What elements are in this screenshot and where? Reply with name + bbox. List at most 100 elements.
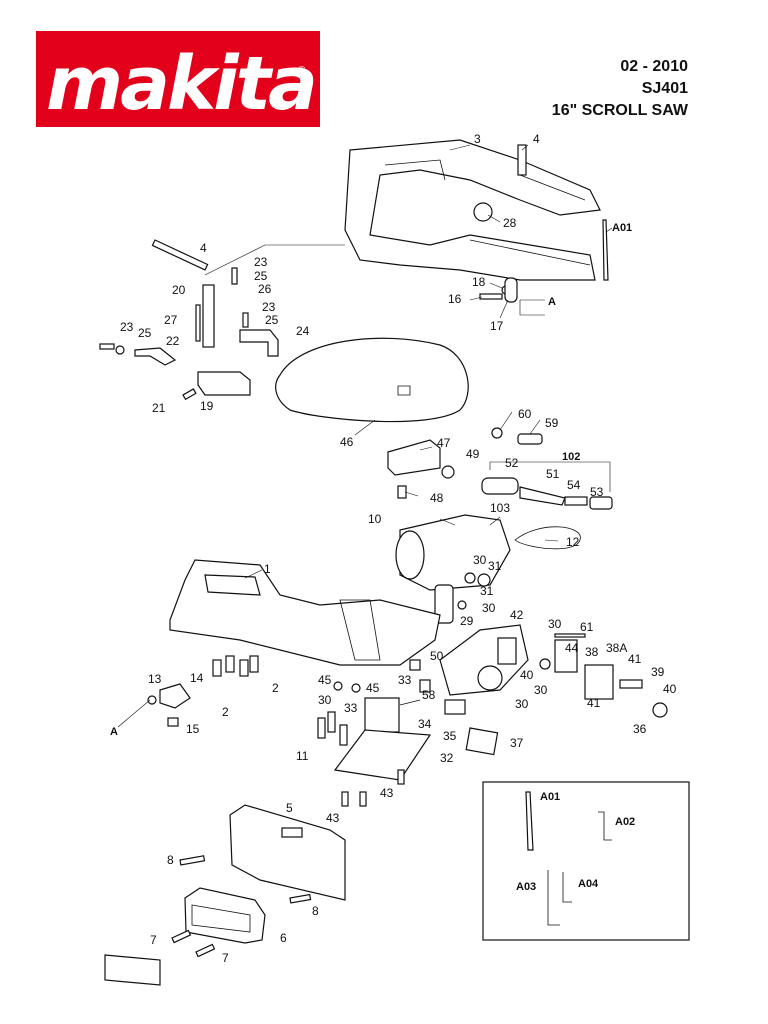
dust-tray-6 — [184, 887, 266, 944]
ref-a-top: A — [548, 296, 556, 308]
label-p27: 27 — [164, 313, 178, 327]
bolt-2d — [249, 655, 259, 673]
label-a03: A03 — [516, 881, 536, 893]
label-p29: 29 — [460, 614, 474, 628]
label-p31a: 31 — [488, 559, 502, 573]
bolt-16 — [479, 293, 503, 300]
label-p38A: 38A — [606, 641, 627, 655]
label-p17: 17 — [490, 319, 504, 333]
label-p11: 11 — [296, 749, 309, 763]
speed-knob-35 — [444, 699, 466, 715]
switch-window — [497, 637, 517, 665]
label-p34: 34 — [418, 717, 432, 731]
label-p50: 50 — [430, 649, 444, 663]
label-p36: 36 — [633, 722, 647, 736]
label-p30f: 30 — [515, 697, 529, 711]
screw-45b — [351, 683, 361, 693]
screw-43c — [359, 791, 367, 807]
label-p58: 58 — [422, 688, 436, 702]
lever-22 — [134, 347, 177, 366]
label-p6: 6 — [280, 931, 287, 945]
label-p21: 21 — [152, 401, 166, 415]
bracket-29 — [434, 584, 454, 624]
screw-48 — [397, 485, 407, 499]
label-p47: 47 — [437, 436, 451, 450]
label-p44: 44 — [565, 641, 579, 655]
label-p8a: 8 — [167, 853, 174, 867]
screw-15 — [167, 717, 179, 727]
label-p25c: 25 — [265, 313, 279, 327]
screw-30 — [457, 600, 467, 610]
guard-24 — [239, 329, 279, 357]
label-p5: 5 — [286, 801, 293, 815]
knob-36 — [652, 702, 668, 718]
accessory-box — [482, 781, 690, 941]
label-p3: 3 — [474, 132, 481, 146]
trunnion-47 — [387, 439, 441, 476]
label-p54: 54 — [567, 478, 581, 492]
washer-13 — [147, 695, 157, 705]
label-p45a: 45 — [318, 673, 332, 687]
svg-text:®: ® — [298, 65, 306, 76]
rod-61 — [554, 633, 586, 638]
pin-21 — [182, 388, 197, 401]
label-p19: 19 — [200, 399, 214, 413]
label-p8b: 8 — [312, 904, 319, 918]
cover-slot — [281, 827, 303, 838]
label-p12: 12 — [566, 535, 580, 549]
washer-60 — [491, 427, 503, 439]
label-p59: 59 — [545, 416, 559, 430]
clip-58 — [419, 679, 431, 693]
washer-25 — [115, 345, 125, 355]
label-p16: 16 — [448, 292, 462, 306]
label-p14: 14 — [190, 671, 204, 685]
wires — [399, 699, 421, 706]
label-p40b: 40 — [663, 682, 677, 696]
blade — [602, 219, 609, 281]
rod-4 — [151, 239, 209, 271]
label-p53: 53 — [590, 485, 604, 499]
screw-23c — [242, 312, 249, 328]
label-p4b: 4 — [200, 241, 207, 255]
label-p2b: 2 — [222, 705, 229, 719]
label-a02: A02 — [615, 816, 635, 828]
screw-11c — [339, 724, 348, 746]
screw-43b — [341, 791, 349, 807]
label-p38: 38 — [585, 645, 599, 659]
clamp-plate-17 — [504, 277, 518, 303]
label-p42: 42 — [510, 608, 524, 622]
post-20 — [202, 284, 215, 348]
screw-7b — [195, 943, 216, 958]
label-p43b: 43 — [326, 811, 340, 825]
label-p41a: 41 — [628, 652, 642, 666]
pin-27 — [195, 304, 201, 342]
screw-8b — [289, 893, 312, 904]
pcb-37 — [465, 727, 499, 756]
label-p46: 46 — [340, 435, 354, 449]
screw-23 — [99, 343, 115, 350]
ref-a-bottom: A — [110, 726, 118, 738]
label-p60: 60 — [518, 407, 532, 421]
bolt-2a — [212, 659, 222, 677]
label-p26: 26 — [258, 282, 272, 296]
screw-8a — [179, 855, 206, 866]
label-p35: 35 — [443, 729, 457, 743]
label-p33b: 33 — [344, 701, 358, 715]
motor-endcap — [395, 530, 425, 580]
screw-7a — [171, 929, 192, 944]
label-p7a: 7 — [150, 933, 157, 947]
pin-top — [517, 144, 527, 176]
washer-49 — [441, 465, 455, 479]
label-p61: 61 — [580, 620, 594, 634]
label-p18: 18 — [472, 275, 486, 289]
knob-52 — [481, 477, 519, 495]
screw-11b — [327, 711, 336, 733]
accessory-a04 — [562, 872, 572, 903]
part-labels: 1 2 2 3 4 4 5 6 7 7 8 8 10 11 12 13 14 1… — [110, 132, 677, 965]
bolt-2c — [239, 659, 249, 677]
knob-59 — [517, 433, 543, 445]
makita-logo: makita ® — [36, 31, 320, 127]
label-p7b: 7 — [222, 951, 229, 965]
table-46 — [275, 337, 469, 423]
label-p45b: 45 — [366, 681, 380, 695]
